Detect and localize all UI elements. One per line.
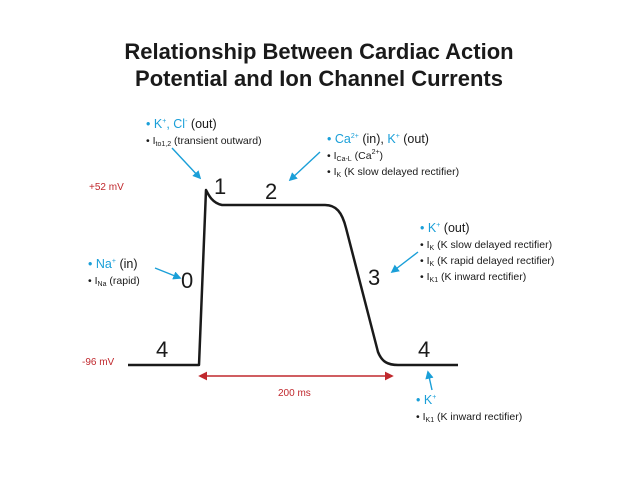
ion-cl: Cl- (173, 117, 188, 131)
phase2-arrow (288, 151, 321, 182)
action-potential-curve (128, 188, 458, 367)
duration-label: 200 ms (278, 388, 311, 399)
phase0-ion-line: • Na+ (in) (88, 257, 138, 271)
phase1-arrow (171, 147, 202, 180)
direction: (out) (190, 117, 217, 131)
phase4-arrow (425, 370, 434, 391)
phase4-ion-line: • K+ (416, 393, 437, 407)
phase0-current-line: • INa (rapid) (88, 275, 140, 288)
diagram-title-line1: Relationship Between Cardiac Action (124, 39, 514, 64)
phase2-current1-line: • ICa-L (Ca2+) (327, 149, 384, 163)
diagram-title-line2: Potential and Ion Channel Currents (135, 66, 503, 91)
ion-k: K+ (153, 117, 167, 131)
ion-k: K+ (387, 132, 400, 146)
ion-ca: Ca2+ (334, 132, 359, 146)
voltage-top-label: +52 mV (89, 182, 124, 193)
voltage-rest-label: -96 mV (82, 357, 115, 368)
phase3-current3-line: • IK1 (K inward rectifier) (420, 271, 527, 284)
phase-4-left-number: 4 (156, 337, 169, 362)
phase2-current2-line: • IK (K slow delayed rectifier) (327, 166, 460, 179)
ion-na: Na+ (95, 257, 116, 271)
phase4-current-line: • IK1 (K inward rectifier) (416, 411, 523, 424)
phase3-current1-line: • IK (K slow delayed rectifier) (420, 239, 553, 252)
phase0-arrow (154, 267, 182, 280)
phase1-current-line: • Ito1,2 (transient outward) (146, 135, 262, 148)
ion-k: K+ (423, 393, 437, 407)
phase1-ion-line: • K+, Cl- (out) (146, 117, 217, 131)
phase3-current2-line: • IK (K rapid delayed rectifier) (420, 255, 555, 268)
phase3-arrow (390, 251, 419, 274)
phase2-ion-line: • Ca2+ (in), K+ (out) (327, 132, 429, 146)
phase-0-number: 0 (181, 268, 194, 293)
phase-4-right-number: 4 (418, 337, 431, 362)
phase-1-number: 1 (214, 174, 227, 199)
phase3-ion-line: • K+ (out) (420, 221, 470, 235)
phase-3-number: 3 (368, 265, 381, 290)
bullet: • (146, 117, 151, 131)
phase-2-number: 2 (265, 179, 278, 204)
ion-k: K+ (427, 221, 441, 235)
